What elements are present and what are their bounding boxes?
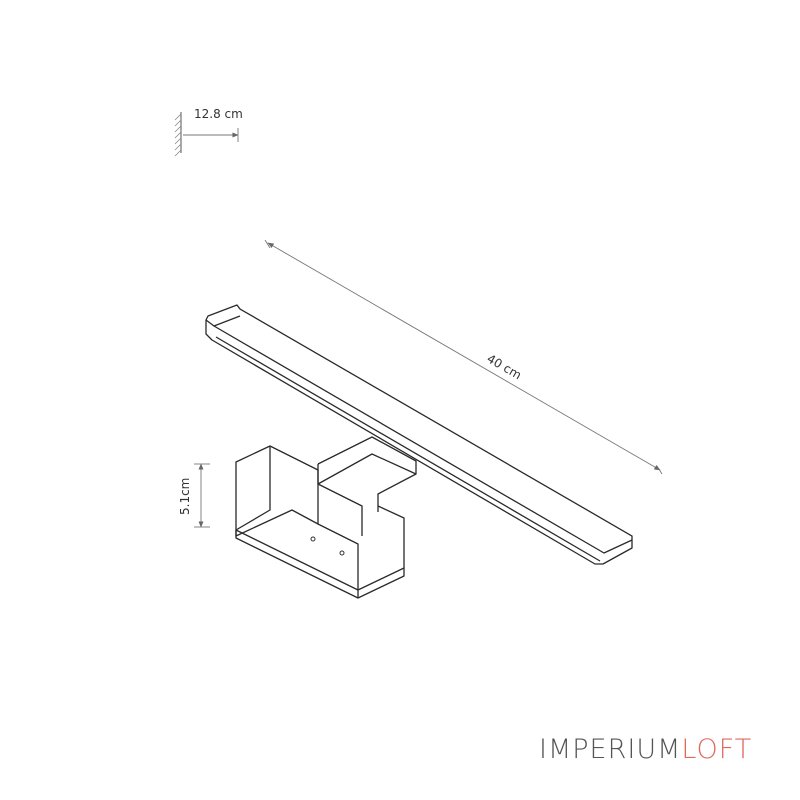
light-bar-outline — [205, 304, 633, 565]
height-label: 5.1cm — [178, 478, 192, 515]
arm-outline — [317, 436, 417, 512]
brand-logo: IMPERIUMLOFT — [539, 734, 752, 765]
light-bar-top-edge — [205, 315, 241, 327]
mount-block-inner — [235, 446, 271, 531]
arm-joint — [317, 483, 363, 536]
height-dimension: 5.1cm — [178, 463, 210, 528]
mount-block-bottom — [235, 505, 405, 599]
screw-hole-2 — [339, 550, 345, 556]
mount-block-side — [317, 523, 359, 590]
wall-hatch — [174, 113, 182, 157]
length-label: 40 cm — [485, 351, 524, 382]
length-arrow — [267, 242, 661, 471]
screw-hole-1 — [310, 536, 316, 542]
arm-top-face — [317, 453, 417, 485]
wall-depth-label: 12.8 cm — [194, 107, 243, 121]
wall-depth-dimension: 12.8 cm — [174, 107, 243, 157]
brand-logo-part1: IMPERIUM — [539, 734, 682, 765]
lamp-body — [205, 304, 633, 599]
light-bar-inner-edge — [215, 336, 601, 562]
brand-logo-part2: LOFT — [681, 734, 753, 765]
light-bar-front-edge — [213, 325, 633, 554]
mount-block-front — [235, 529, 405, 591]
